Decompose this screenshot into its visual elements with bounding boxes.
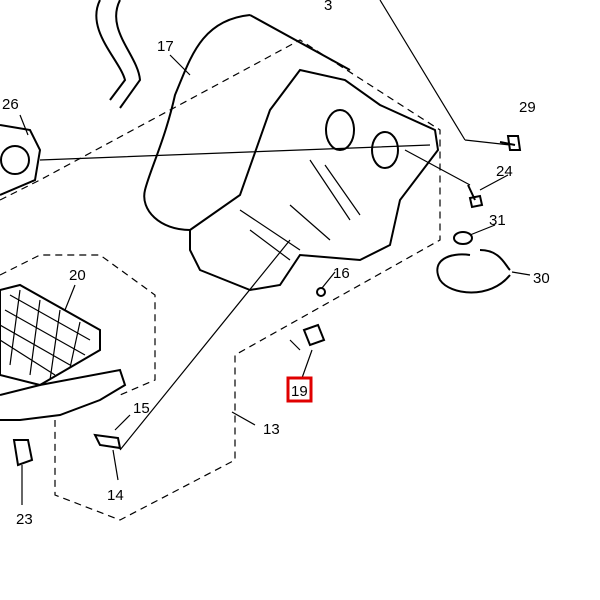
hose-30 <box>436 249 511 294</box>
airbox-ribs <box>239 159 361 261</box>
bolt-29 <box>499 135 522 151</box>
clip-14 <box>93 433 122 450</box>
callout-20[interactable]: 20 <box>69 267 86 284</box>
assembly-boundary-upper <box>0 39 441 521</box>
filter-grid <box>0 289 91 381</box>
filter-element-20 <box>0 283 101 387</box>
nut-16 <box>316 287 326 297</box>
clip-19 <box>302 323 326 347</box>
cover-13 <box>0 368 127 421</box>
airbox-port <box>371 131 399 169</box>
assembly-boundary-lower <box>0 254 156 396</box>
callout-26[interactable]: 26 <box>2 96 19 113</box>
airbox-case <box>189 68 440 292</box>
hose-part <box>95 0 142 109</box>
flange-26 <box>0 124 42 196</box>
callout-14[interactable]: 14 <box>107 487 124 504</box>
airbox-port <box>325 109 355 151</box>
clamp-31 <box>453 231 473 245</box>
flange-ring <box>0 145 30 175</box>
callout-30[interactable]: 30 <box>533 270 550 287</box>
callout-31[interactable]: 31 <box>489 212 506 229</box>
callout-13[interactable]: 13 <box>263 421 280 438</box>
callout-24[interactable]: 24 <box>496 163 513 180</box>
callout-23[interactable]: 23 <box>16 511 33 528</box>
callout-16[interactable]: 16 <box>333 265 350 282</box>
callout-19[interactable]: 19 <box>291 383 308 400</box>
callout-15[interactable]: 15 <box>133 400 150 417</box>
highlight-box <box>286 376 313 403</box>
callout-29[interactable]: 29 <box>519 99 536 116</box>
bolt-24 <box>467 184 484 209</box>
leader-line <box>39 0 511 451</box>
callout-17[interactable]: 17 <box>157 38 174 55</box>
callout-leader <box>19 54 531 505</box>
gasket-17 <box>143 14 351 231</box>
cap-23 <box>12 439 34 467</box>
callout-3[interactable]: 3 <box>324 0 332 14</box>
